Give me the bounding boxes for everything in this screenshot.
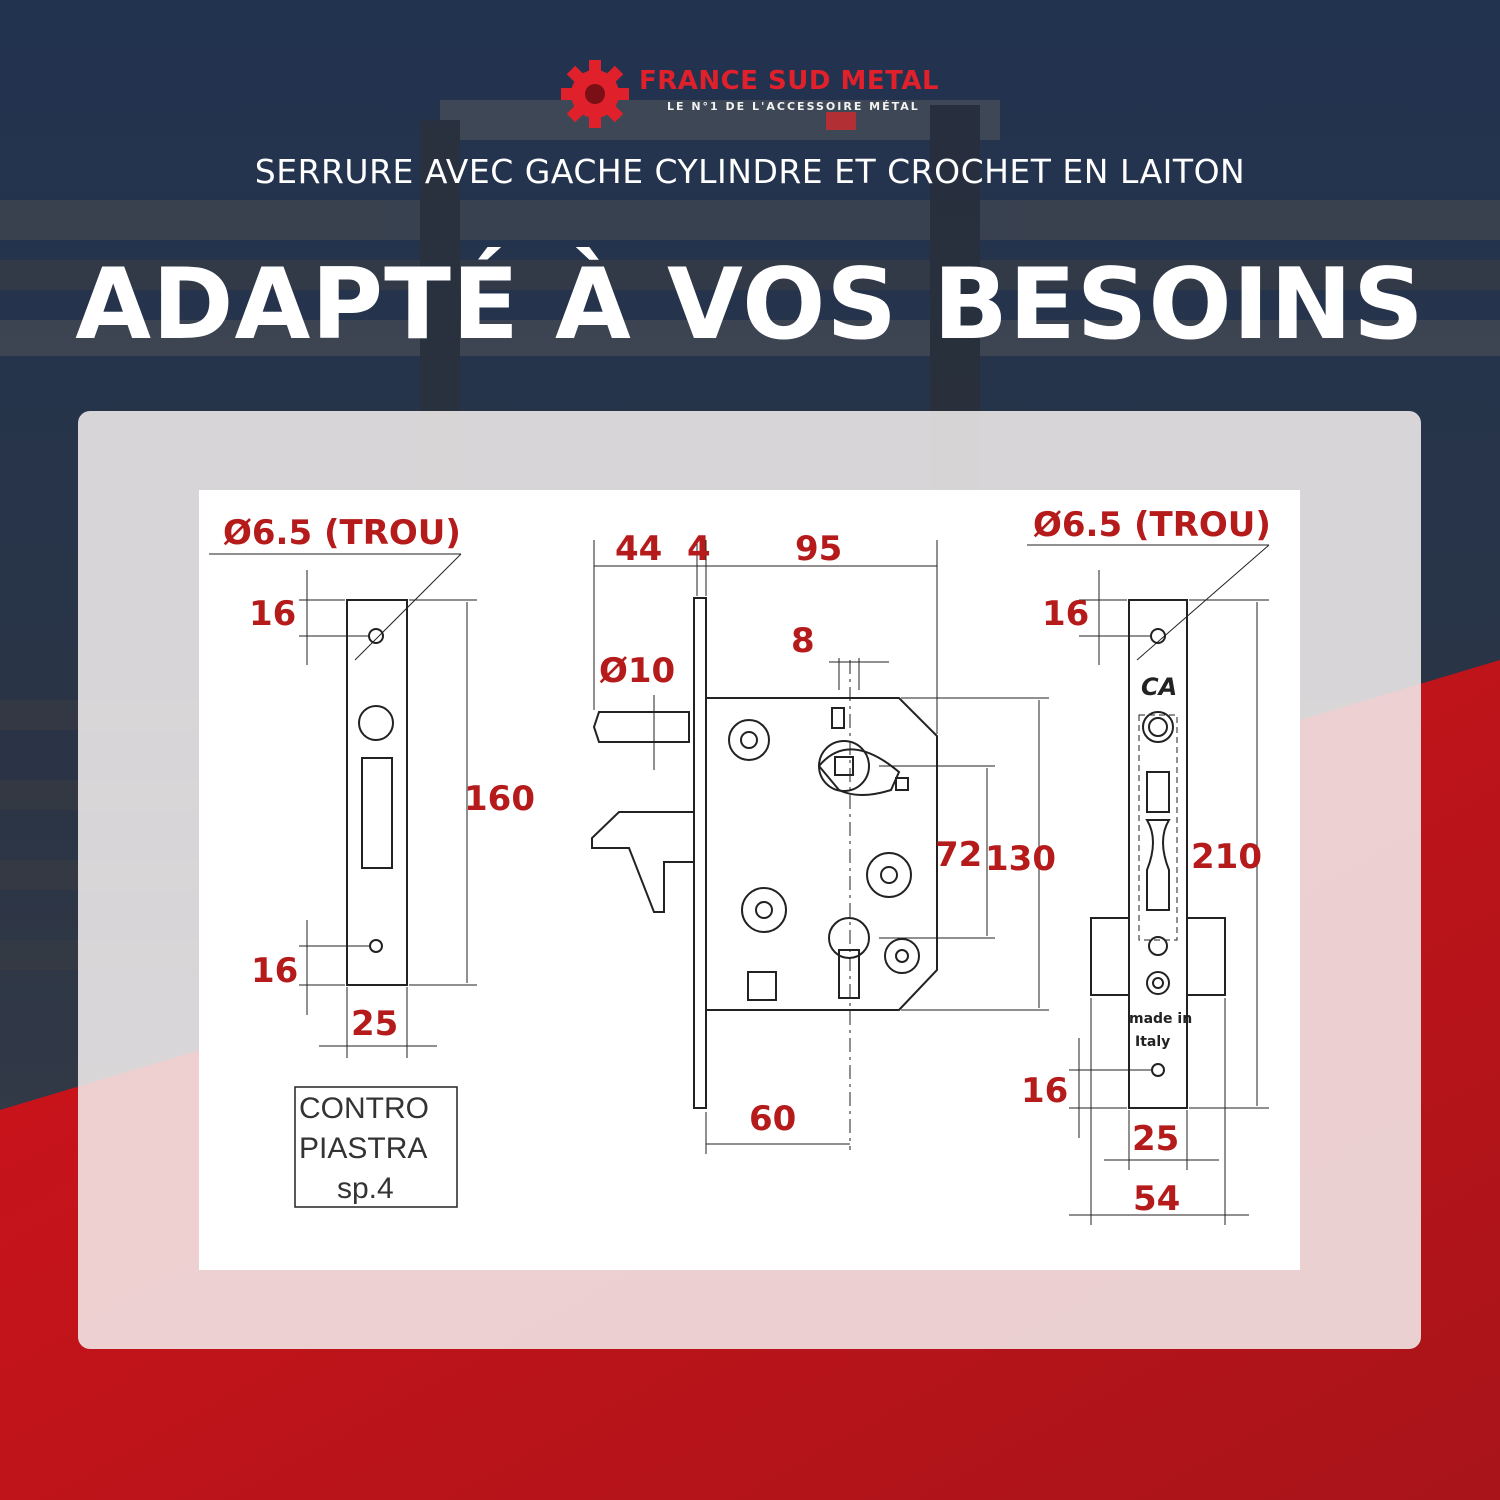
ca-logo: CA	[1141, 673, 1177, 701]
italy-text: Italy	[1135, 1034, 1170, 1050]
faceplate-total-width-label: 54	[1133, 1179, 1180, 1219]
cylinder-offset-label: 60	[749, 1099, 796, 1139]
faceplate-bottom-offset-label: 16	[1021, 1071, 1068, 1111]
headline: ADAPTÉ À VOS BESOINS	[75, 248, 1425, 362]
spindle-offset-label: 8	[791, 621, 815, 661]
lock-dimension-drawing: Ø6.5 (TROU) 16 160 16 25 CONTRO PIASTRA …	[209, 505, 1271, 1225]
sp4-text: sp.4	[337, 1172, 394, 1205]
strike-bottom-offset-label: 16	[251, 951, 298, 991]
brand-tagline: LE N°1 DE L'ACCESSOIRE MÉTAL	[667, 100, 920, 113]
brand-logo: FRANCE SUD METAL LE N°1 DE L'ACCESSOIRE …	[555, 58, 955, 128]
strike-height-label: 160	[464, 779, 535, 819]
contro-text: CONTRO	[299, 1092, 429, 1125]
plate-thickness-label: 4	[687, 529, 711, 569]
body-height-label: 130	[985, 839, 1056, 879]
technical-drawing: Ø6.5 (TROU) 16 160 16 25 CONTRO PIASTRA …	[199, 490, 1300, 1270]
brand-name: FRANCE SUD METAL	[639, 66, 940, 96]
strike-hole-label: Ø6.5 (TROU)	[223, 513, 461, 553]
hook-diameter-label: Ø10	[599, 651, 675, 691]
made-in-text: made in	[1129, 1011, 1192, 1027]
strike-width-label: 25	[351, 1004, 398, 1044]
strike-plate-drawing	[209, 553, 477, 1208]
depth-label: 95	[795, 529, 842, 569]
faceplate-hole-label: Ø6.5 (TROU)	[1033, 505, 1271, 545]
piastra-text: PIASTRA	[299, 1132, 427, 1165]
faceplate-drawing	[1027, 544, 1270, 1225]
product-subtitle: SERRURE AVEC GACHE CYLINDRE ET CROCHET E…	[254, 152, 1246, 191]
faceplate-width-label: 25	[1132, 1119, 1179, 1159]
faceplate-height-label: 210	[1191, 837, 1262, 877]
strike-top-offset-label: 16	[249, 594, 296, 634]
faceplate-top-offset-label: 16	[1042, 594, 1089, 634]
gear-icon	[561, 60, 629, 128]
lock-body-drawing	[591, 540, 1049, 1154]
center-distance-label: 72	[935, 835, 982, 875]
backset-label: 44	[615, 529, 662, 569]
